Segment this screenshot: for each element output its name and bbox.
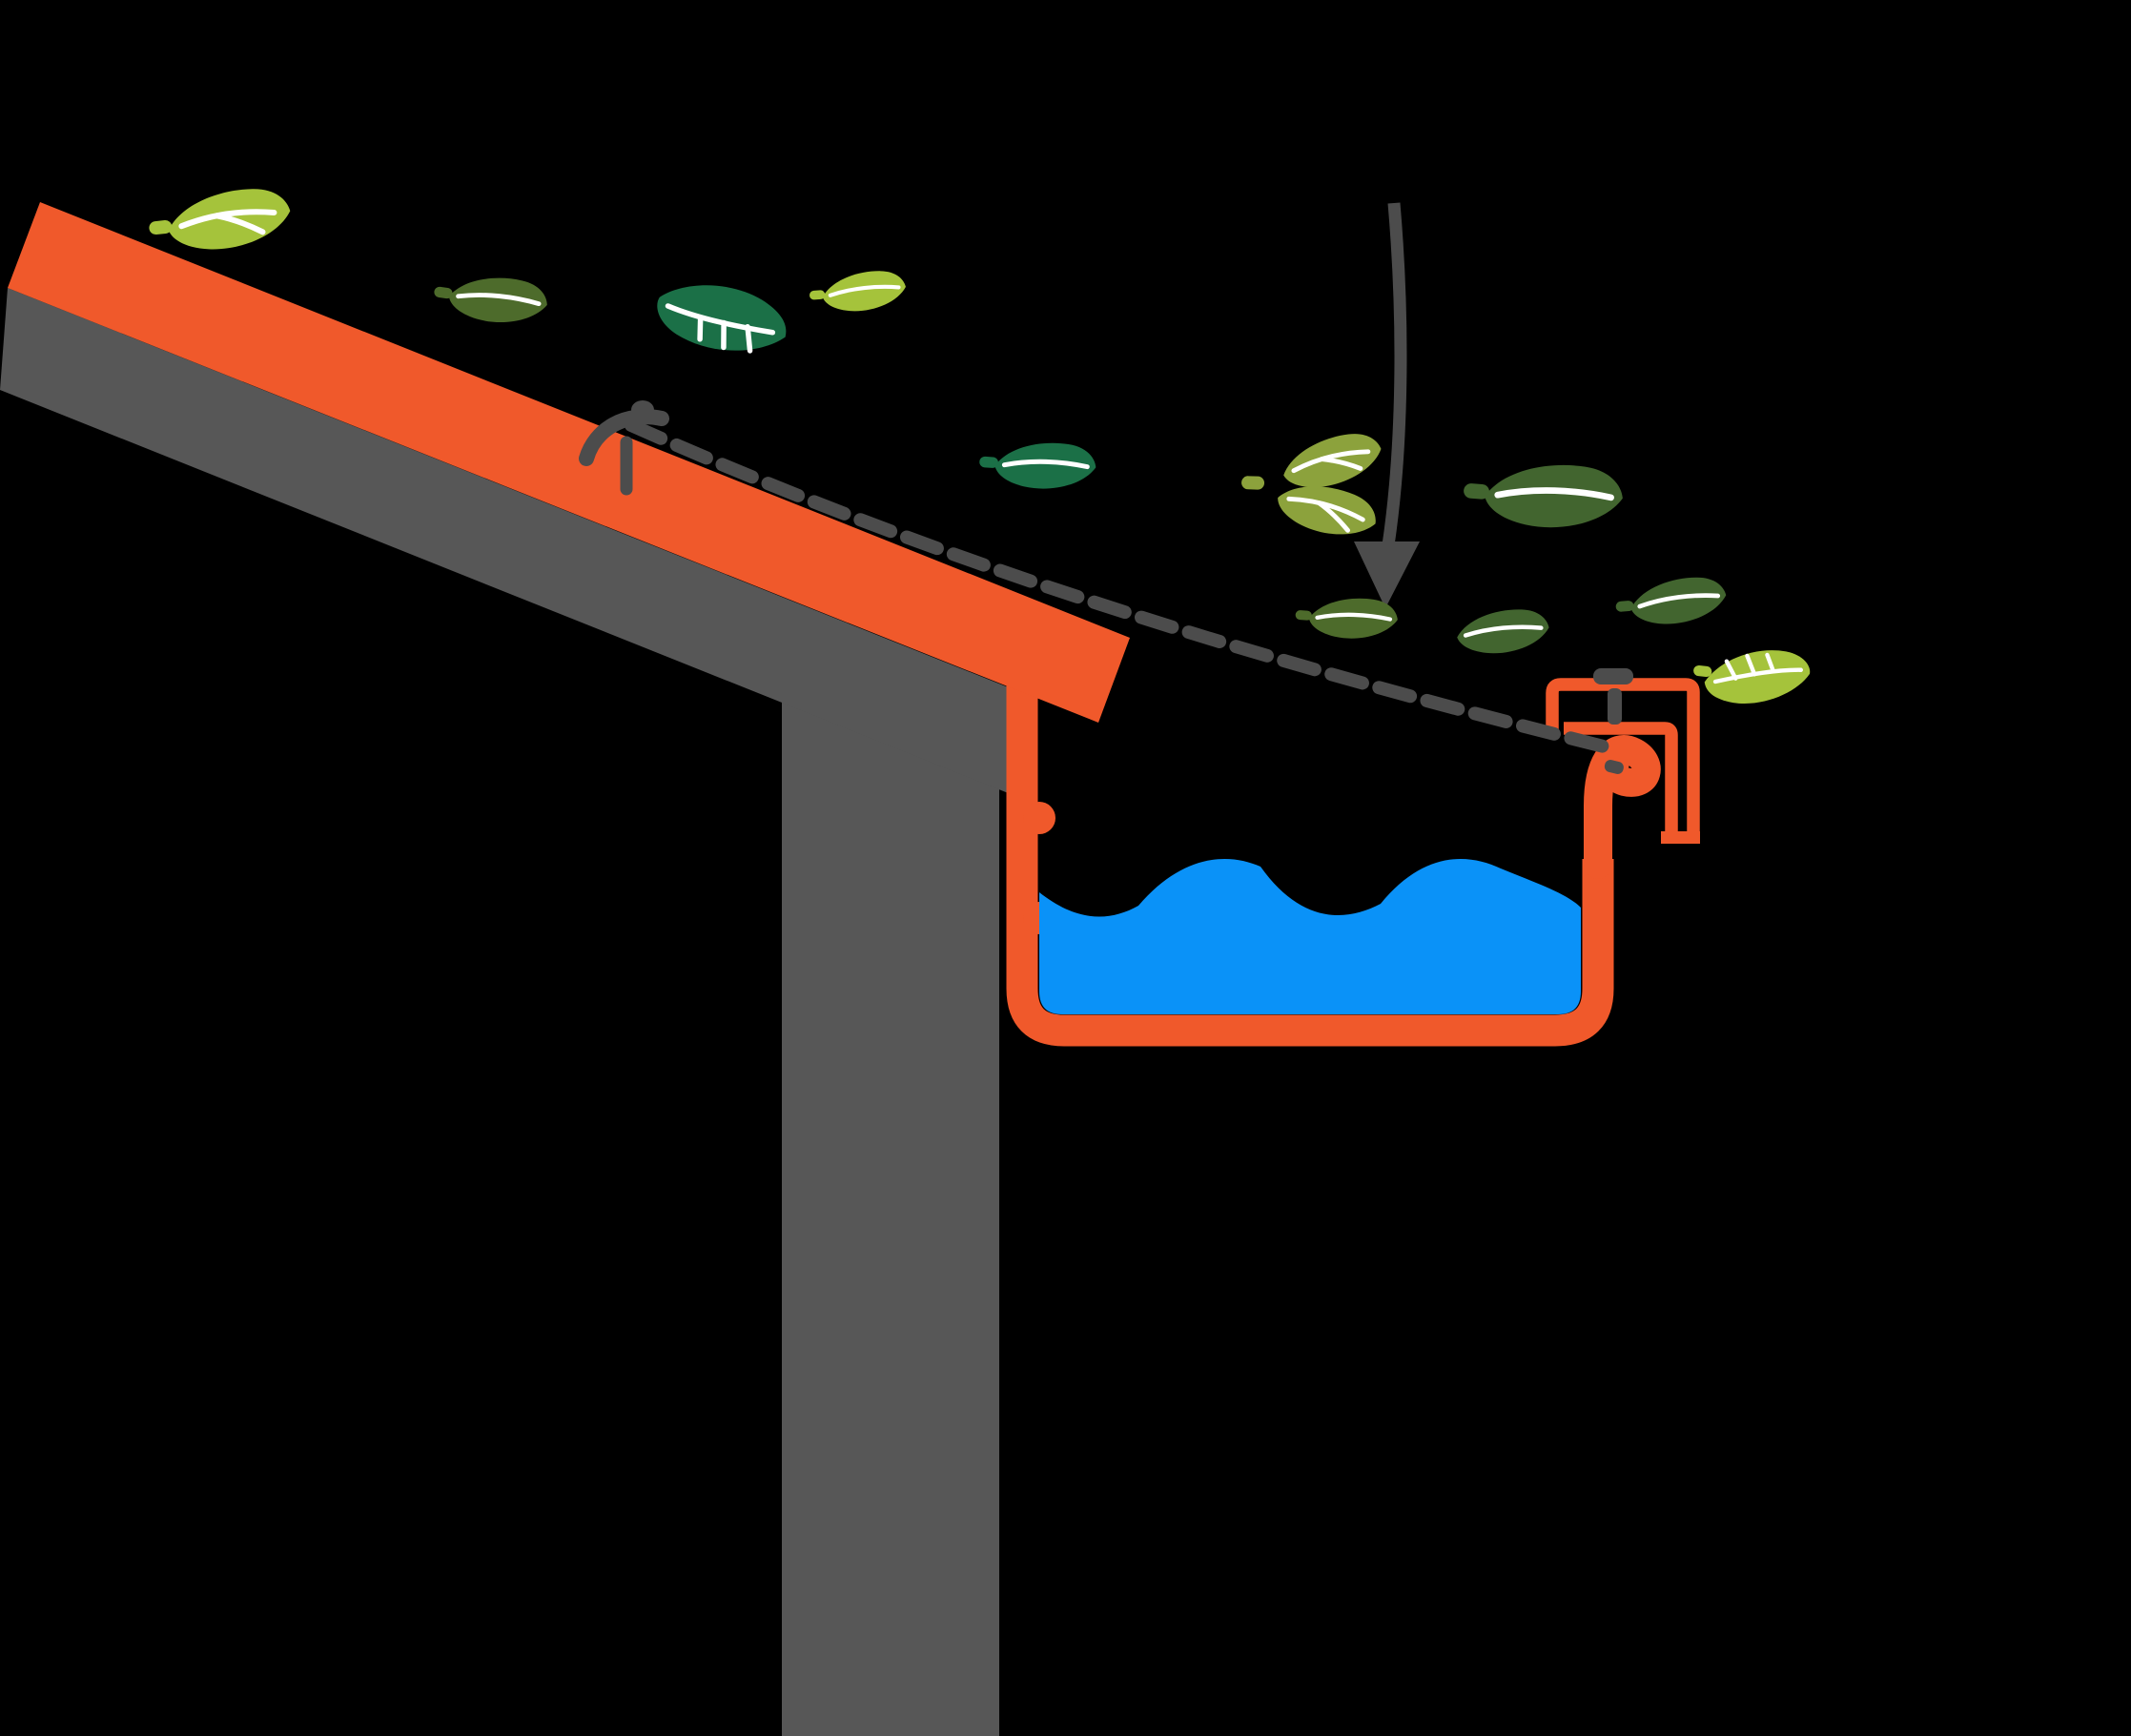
leaf-body (994, 442, 1096, 489)
leaf-body (1457, 609, 1549, 654)
leaf-body (657, 285, 787, 351)
leaf-stem (1295, 610, 1312, 621)
leaf-vein (178, 209, 277, 230)
leaf-vein (1724, 659, 1738, 681)
leaf-vein (721, 319, 727, 351)
leaf-stem (809, 290, 826, 300)
leaf-stem (979, 456, 998, 468)
leaf (657, 285, 787, 354)
leaf-vein (1745, 653, 1757, 677)
leaf-body (1704, 650, 1811, 704)
leaf-vein (1637, 593, 1721, 609)
roof-underlay (0, 288, 1011, 794)
leaf (1615, 577, 1727, 624)
leaf-vein (456, 293, 542, 307)
leaf-lobe (1278, 486, 1376, 535)
leaf-vein (745, 323, 753, 354)
leaf (1241, 434, 1382, 535)
leaf-vein (1001, 459, 1090, 470)
gutter-body (1006, 659, 1614, 1047)
leaf (434, 277, 547, 323)
leaf-vein (214, 213, 266, 235)
leaf (1457, 609, 1549, 654)
leaf (1464, 464, 1623, 528)
leaf-vein (665, 303, 776, 336)
leaf-stem (1693, 664, 1712, 677)
gutter-bead (1023, 802, 1055, 834)
leaf-lobe (1283, 434, 1382, 487)
leaf-body (1485, 464, 1623, 528)
leaf-vein (1316, 500, 1351, 533)
leaf-stem (434, 286, 453, 299)
leaf-vein (1765, 652, 1775, 673)
house-wall (782, 684, 999, 1736)
rainwater (1039, 858, 1581, 1014)
down-arrow-head-icon (1354, 541, 1420, 608)
bracket-screw-shaft-icon (1608, 688, 1622, 725)
leaf-body (1630, 577, 1727, 624)
bracket-screw-head-icon (1593, 668, 1633, 684)
leaf-vein (1463, 624, 1544, 638)
down-arrow-shaft-icon (1382, 202, 1407, 546)
mesh-end-clip-icon (1604, 760, 1624, 774)
roof-panel (8, 202, 1130, 723)
leaf-stem (1615, 601, 1634, 612)
leaf-body (822, 271, 906, 312)
leaf-vein (828, 284, 901, 297)
leaf-vein (1315, 612, 1393, 622)
gutter-front-lip (1584, 735, 1661, 879)
leaf-body (448, 277, 547, 323)
leaf-stem (1241, 476, 1265, 490)
gutter-bracket-inner (1564, 722, 1678, 832)
leaf-body (1308, 598, 1398, 639)
leaf-vein (1286, 496, 1365, 522)
leaf-stem (1464, 483, 1489, 500)
leaf-vein (697, 315, 704, 342)
leaf-vein (1712, 667, 1804, 684)
leaf (1295, 598, 1398, 639)
roof-clip-nub-icon (631, 400, 654, 419)
gutter-mesh (625, 419, 1622, 756)
gutter-bracket-join (1661, 831, 1700, 844)
leaf-vein (1494, 487, 1614, 501)
leaf-stem (149, 220, 173, 235)
roof-clip-icon (579, 409, 669, 466)
leaf (809, 271, 906, 312)
leaf-vein (1291, 449, 1371, 474)
leaf (1693, 650, 1811, 704)
leaf (149, 189, 291, 250)
leaf-vein (1319, 457, 1363, 471)
leaf (979, 442, 1096, 489)
